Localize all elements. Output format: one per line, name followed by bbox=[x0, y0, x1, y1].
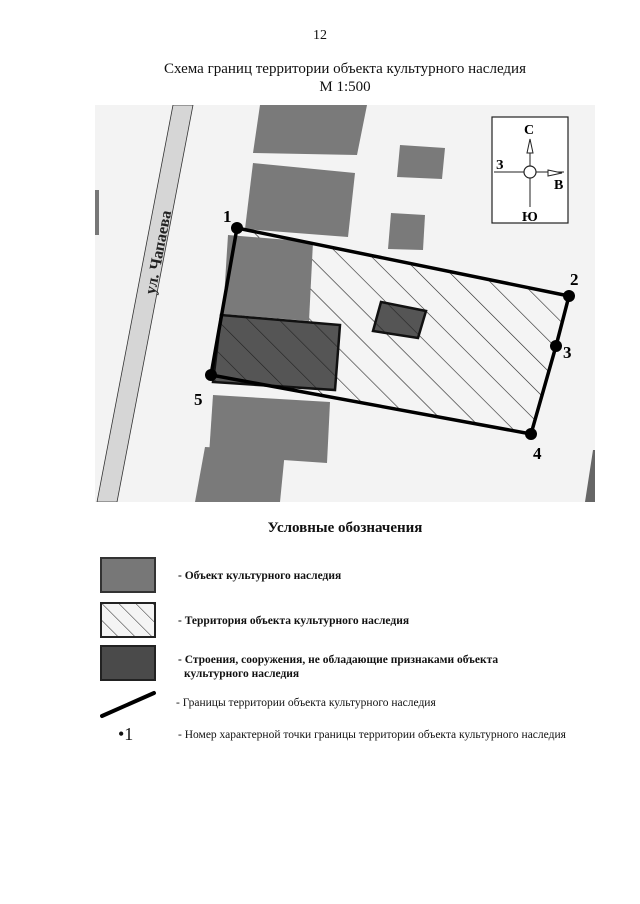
point-label-3: 3 bbox=[563, 343, 572, 362]
point-label-5: 5 bbox=[194, 390, 203, 409]
boundary-points: 1 2 3 4 5 bbox=[194, 207, 579, 463]
boundary-point-4 bbox=[525, 428, 537, 440]
compass-rose: С З В Ю bbox=[491, 116, 569, 225]
point-number-sample: •1 bbox=[118, 724, 134, 744]
heritage-object-swatch-icon bbox=[100, 557, 156, 593]
boundary-point-1 bbox=[231, 222, 243, 234]
boundary-point-3 bbox=[550, 340, 562, 352]
page-title: Схема границ территории объекта культурн… bbox=[0, 60, 640, 96]
page-number: 12 bbox=[313, 28, 327, 43]
svg-text:С: С bbox=[524, 123, 534, 138]
map-scale: М 1:500 bbox=[319, 79, 371, 95]
boundary-point-2 bbox=[563, 290, 575, 302]
svg-text:Ю: Ю bbox=[522, 210, 538, 225]
point-label-2: 2 bbox=[570, 270, 579, 289]
legend-title: Условные обозначения bbox=[267, 520, 423, 536]
territory-hatch-swatch-icon bbox=[100, 602, 156, 638]
north-arrow-icon bbox=[526, 138, 534, 154]
territory-boundary bbox=[208, 225, 572, 437]
boundary-line-icon bbox=[100, 691, 156, 718]
non-heritage-swatch-icon bbox=[100, 645, 156, 681]
boundary-map: ул. Чапаева 1 bbox=[95, 105, 595, 502]
non-heritage-structure-large bbox=[211, 313, 342, 392]
svg-text:З: З bbox=[496, 158, 503, 173]
point-label-4: 4 bbox=[533, 444, 542, 463]
boundary-point-5 bbox=[205, 369, 217, 381]
scheme-title: Схема границ территории объекта культурн… bbox=[164, 61, 526, 77]
neighbor-buildings bbox=[195, 105, 445, 502]
point-label-1: 1 bbox=[223, 207, 232, 226]
svg-text:В: В bbox=[554, 178, 563, 193]
east-arrow-icon bbox=[547, 169, 563, 177]
heritage-object bbox=[223, 235, 313, 321]
non-heritage-structure-small bbox=[371, 300, 428, 340]
